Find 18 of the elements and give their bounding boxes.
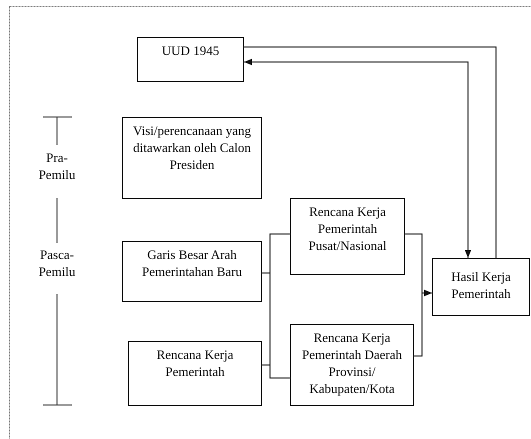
process-box bbox=[290, 324, 414, 406]
process-box bbox=[122, 117, 262, 199]
process-box bbox=[432, 258, 530, 316]
process-box bbox=[137, 37, 244, 82]
process-box bbox=[290, 198, 405, 275]
connector-line bbox=[262, 364, 290, 378]
box-text: Rencana Kerja Pemerintah bbox=[156, 347, 234, 381]
phase-label: Pasca- Pemilu bbox=[38, 247, 76, 281]
process-box bbox=[128, 341, 262, 406]
box-text: Garis Besar Arah Pemerintahan Baru bbox=[141, 247, 243, 281]
box-text: Hasil Kerja Pemerintah bbox=[450, 269, 512, 303]
box-text: UUD 1945 bbox=[160, 43, 220, 60]
phase-label: Pra- Pemilu bbox=[38, 150, 76, 184]
box-text: Rencana Kerja Pemerintah Pusat/Nasional bbox=[308, 204, 388, 255]
box-text: Rencana Kerja Pemerintah Daerah Provinsi/ Kabupaten/Kota bbox=[301, 330, 403, 398]
arrow bbox=[414, 290, 432, 356]
box-text: Visi/perencanaan yang ditawarkan oleh Calon Presiden bbox=[132, 123, 252, 174]
process-box bbox=[122, 241, 262, 302]
